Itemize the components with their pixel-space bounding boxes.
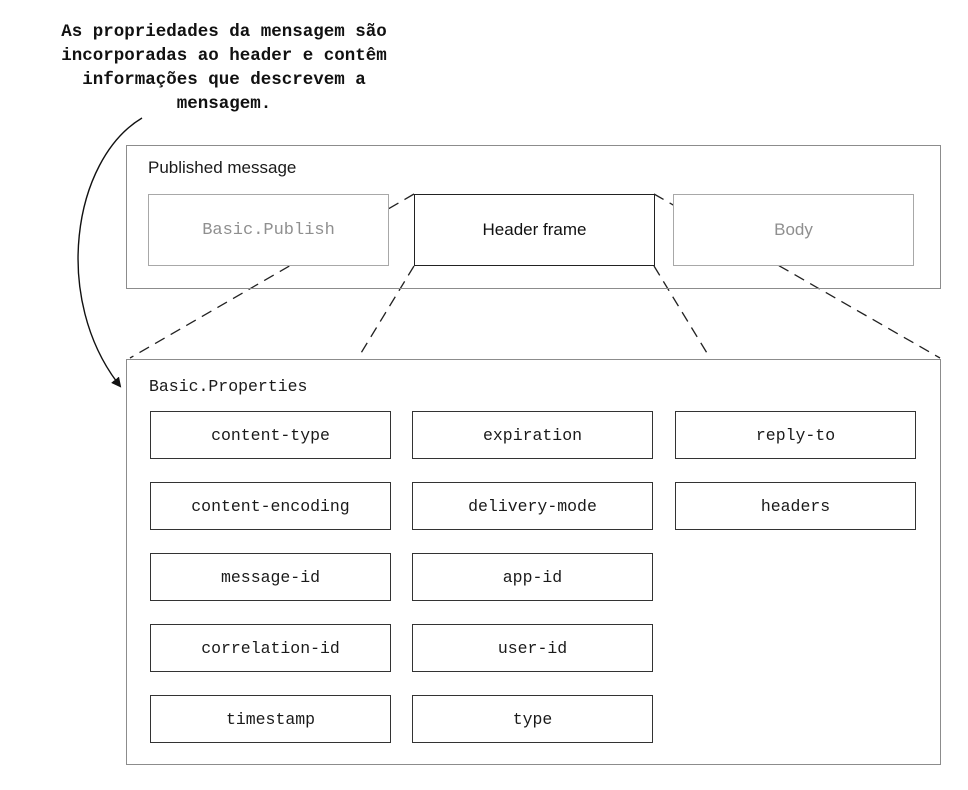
annotation-text: As propriedades da mensagem são incorpor… [0,20,448,116]
annotation-line: informações que descrevem a [82,70,366,90]
annotation-line: mensagem. [176,94,272,114]
property-type: type [412,695,653,743]
annotation-line: As propriedades da mensagem são [61,22,387,42]
basic-publish-frame: Basic.Publish [148,194,389,266]
header-frame: Header frame [414,194,655,266]
property-expiration: expiration [412,411,653,459]
annotation-line: incorporadas ao header e contêm [61,46,387,66]
property-timestamp: timestamp [150,695,391,743]
published-message-panel [126,145,941,289]
property-content-type: content-type [150,411,391,459]
property-user-id: user-id [412,624,653,672]
annotation-arrow [77,117,143,388]
property-message-id: message-id [150,553,391,601]
body-frame: Body [673,194,914,266]
basic-properties-title: Basic.Properties [149,377,308,396]
basic-properties-panel [126,359,941,765]
property-correlation-id: correlation-id [150,624,391,672]
property-content-encoding: content-encoding [150,482,391,530]
property-reply-to: reply-to [675,411,916,459]
published-message-title: Published message [148,158,297,177]
property-delivery-mode: delivery-mode [412,482,653,530]
property-app-id: app-id [412,553,653,601]
property-headers: headers [675,482,916,530]
